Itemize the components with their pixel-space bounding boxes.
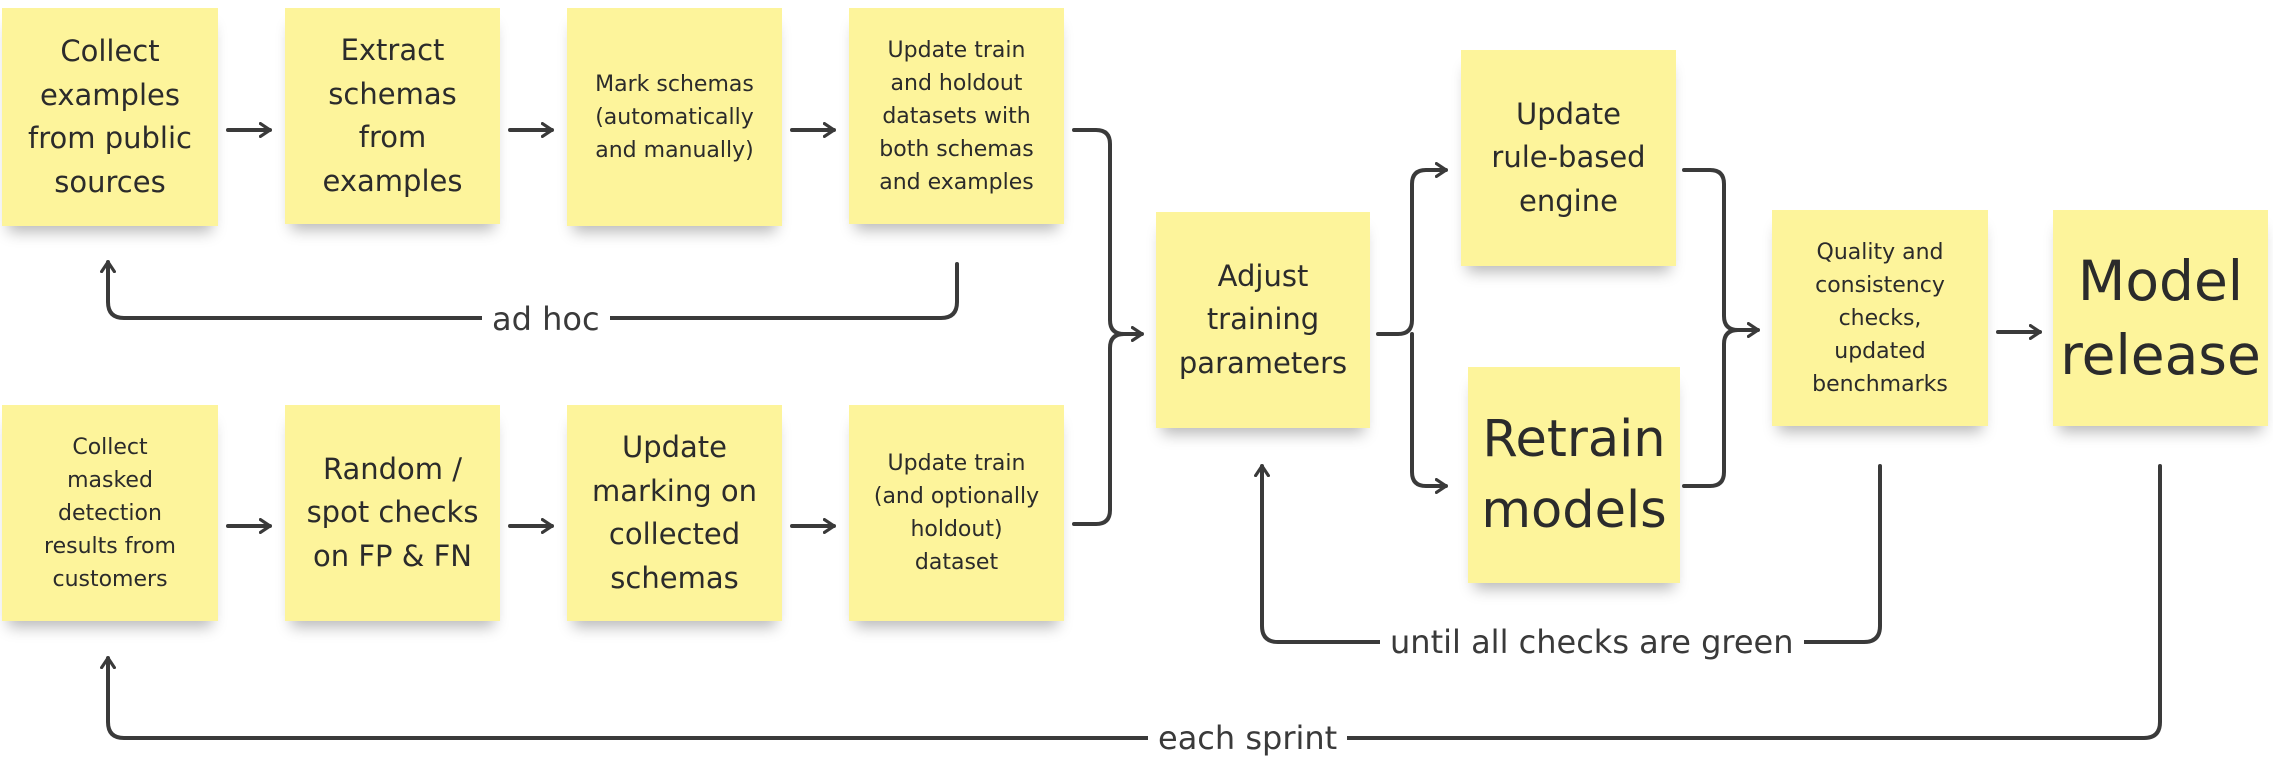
connector-bottom-merge (1072, 332, 1126, 526)
connector-top-merge (1072, 128, 1144, 342)
note-model-release: Model release (2053, 210, 2268, 426)
connector-split-rule (1376, 162, 1448, 336)
note-adjust-training: Adjust training parameters (1156, 212, 1370, 428)
loop-each-sprint (100, 464, 2162, 740)
note-extract-schemas: Extract schemas from examples (285, 8, 500, 224)
note-retrain-models: Retrain models (1468, 367, 1680, 583)
label-until-green: until all checks are green (1380, 623, 1804, 662)
connector-retrain-to-quality (1682, 328, 1740, 488)
note-quality-checks: Quality and consistency checks, updated … (1772, 210, 1988, 426)
note-collect-examples: Collect examples from public sources (2, 8, 218, 226)
note-update-train-optional: Update train (and optionally holdout) da… (849, 405, 1064, 621)
note-update-train-holdout: Update train and holdout datasets with b… (849, 8, 1064, 224)
note-mark-schemas: Mark schemas (automatically and manually… (567, 8, 782, 226)
label-ad-hoc: ad hoc (482, 300, 610, 339)
note-collect-masked: Collect masked detection results from cu… (2, 405, 218, 621)
label-each-sprint: each sprint (1148, 719, 1348, 758)
connector-rule-to-quality (1682, 168, 1760, 338)
note-random-spot-checks: Random / spot checks on FP & FN (285, 405, 500, 621)
note-update-marking: Update marking on collected schemas (567, 405, 782, 621)
connector-split-retrain (1410, 332, 1448, 494)
note-update-rule-engine: Update rule-based engine (1461, 50, 1676, 266)
